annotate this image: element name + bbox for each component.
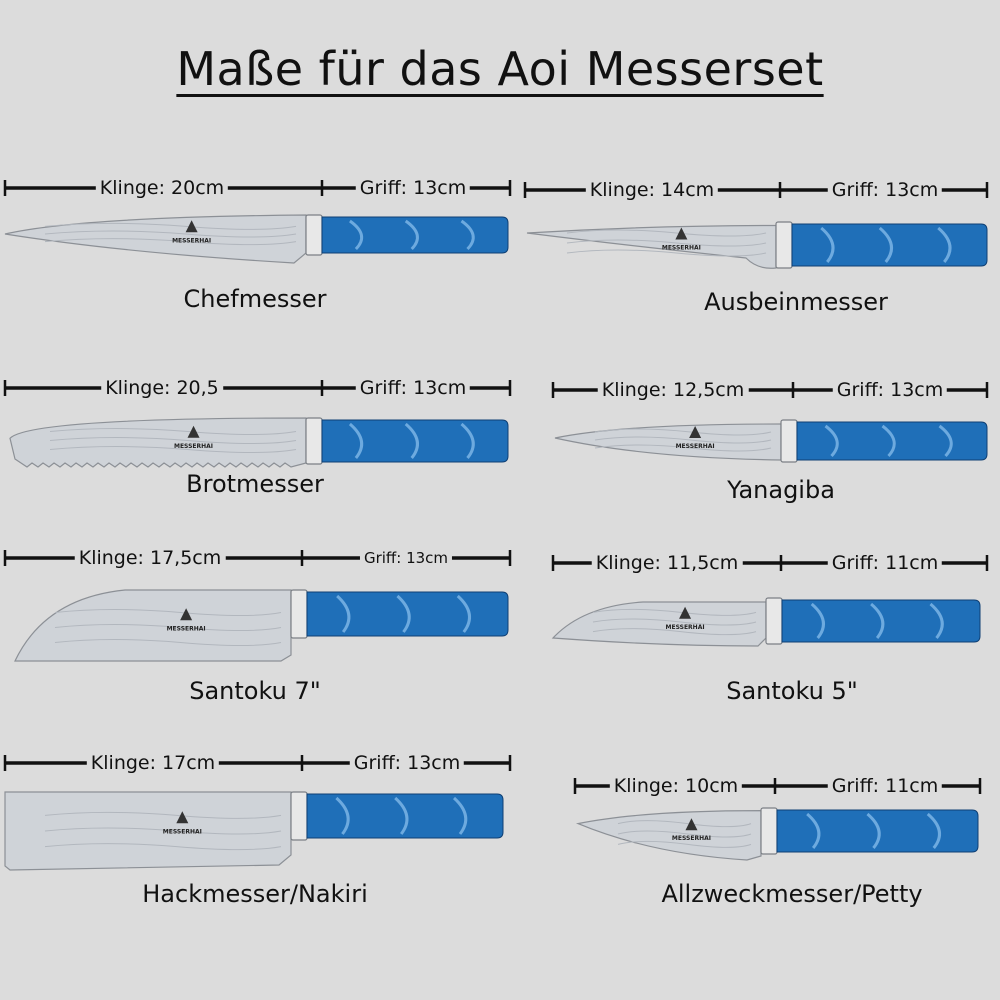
blade-length-label: Klinge: 12,5cm (597, 379, 749, 401)
blade (575, 809, 762, 861)
brand-logo: MESSERHAI (672, 818, 711, 842)
handle-length-label: Griff: 13cm (349, 752, 465, 774)
handle (796, 421, 988, 461)
knife-name: Yanagiba (727, 476, 835, 504)
brand-logo: MESSERHAI (676, 426, 715, 450)
svg-text:MESSERHAI: MESSERHAI (163, 828, 202, 835)
page-title: Maße für das Aoi Messerset (176, 42, 824, 96)
brand-logo: MESSERHAI (662, 227, 701, 252)
blade (9, 417, 307, 468)
knife-name: Brotmesser (186, 470, 324, 498)
blade-length-label: Klinge: 14cm (585, 179, 719, 201)
brand-logo: MESSERHAI (174, 425, 213, 450)
blade-length-label: Klinge: 17,5cm (74, 547, 226, 569)
knife-name: Ausbeinmesser (704, 288, 888, 316)
svg-text:MESSERHAI: MESSERHAI (172, 237, 211, 244)
handle (791, 223, 988, 267)
knife-name: Hackmesser/Nakiri (142, 880, 368, 908)
svg-text:MESSERHAI: MESSERHAI (662, 245, 701, 252)
handle-length-label: Griff: 11cm (827, 552, 943, 574)
bolster (760, 807, 778, 855)
blade (4, 791, 292, 871)
svg-text:MESSERHAI: MESSERHAI (666, 624, 705, 631)
handle (321, 419, 509, 463)
blade-length-label: Klinge: 20cm (95, 177, 229, 199)
svg-text:MESSERHAI: MESSERHAI (672, 835, 711, 842)
blade-length-label: Klinge: 17cm (86, 752, 220, 774)
brand-logo: MESSERHAI (167, 608, 206, 632)
handle-length-label: Griff: 13cm (355, 177, 471, 199)
brand-logo: MESSERHAI (172, 220, 211, 244)
brand-logo: MESSERHAI (666, 606, 705, 631)
svg-text:MESSERHAI: MESSERHAI (167, 625, 206, 632)
brand-logo: MESSERHAI (163, 811, 202, 835)
knife-name: Chefmesser (183, 285, 327, 313)
blade-length-label: Klinge: 11,5cm (591, 552, 743, 574)
knife-name: Santoku 5" (726, 677, 858, 705)
knife-name: Allzweckmesser/Petty (661, 880, 923, 908)
blade-length-label: Klinge: 20,5 (101, 377, 223, 399)
svg-text:MESSERHAI: MESSERHAI (174, 443, 213, 450)
handle (321, 216, 509, 254)
handle-length-label: Griff: 13cm (832, 379, 948, 401)
blade (526, 224, 777, 269)
handle-length-label: Griff: 13cm (359, 549, 453, 567)
handle-length-label: Griff: 11cm (827, 775, 943, 797)
svg-text:MESSERHAI: MESSERHAI (676, 443, 715, 450)
knife-name: Santoku 7" (189, 677, 321, 705)
handle-length-label: Griff: 13cm (355, 377, 471, 399)
blade (551, 601, 767, 647)
handle (306, 793, 504, 839)
blade-length-label: Klinge: 10cm (609, 775, 743, 797)
handle-length-label: Griff: 13cm (827, 179, 943, 201)
